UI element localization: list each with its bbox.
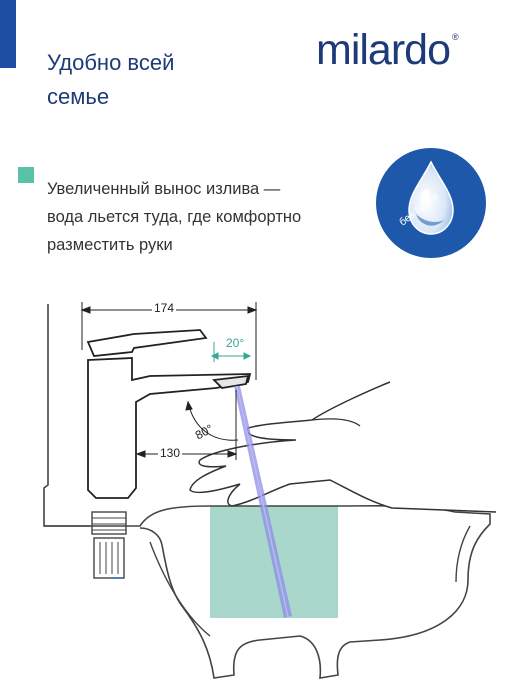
dimension-174-label: 174 <box>152 301 177 315</box>
accent-bar <box>0 0 16 68</box>
feature-line-3: разместить руки <box>47 236 173 254</box>
headline: Удобно всей семье <box>47 46 267 114</box>
brand-logo: milardo® <box>316 26 459 75</box>
headline-line-2: семье <box>47 84 110 109</box>
faucet-body <box>86 329 252 499</box>
no-splash-badge <box>376 148 486 258</box>
angle-80-marker <box>185 400 239 441</box>
faucet-drawing <box>43 302 497 679</box>
dimension-130 <box>135 390 238 460</box>
feature-bullet <box>18 167 34 183</box>
water-drop-icon <box>408 160 454 235</box>
dimension-130-label: 130 <box>158 446 183 460</box>
faucet-shank <box>91 511 127 579</box>
wall-outline <box>43 304 90 527</box>
angle-20-marker <box>210 342 252 362</box>
brand-name: milardo <box>316 26 451 74</box>
water-stream-highlight <box>236 385 289 618</box>
angle-20-label: 20° <box>226 336 245 350</box>
basin-inner-edge <box>149 541 211 637</box>
feature-description: Увеличенный вынос излива — вода льется т… <box>47 175 377 259</box>
registered-mark: ® <box>452 32 459 42</box>
feature-line-1: Увеличенный вынос излива — <box>47 180 281 198</box>
feature-line-2: вода льется туда, где комфортно <box>47 208 302 226</box>
basin-rim-inner <box>455 525 471 583</box>
hand-detail <box>311 418 361 427</box>
headline-line-1: Удобно всей <box>47 50 175 75</box>
